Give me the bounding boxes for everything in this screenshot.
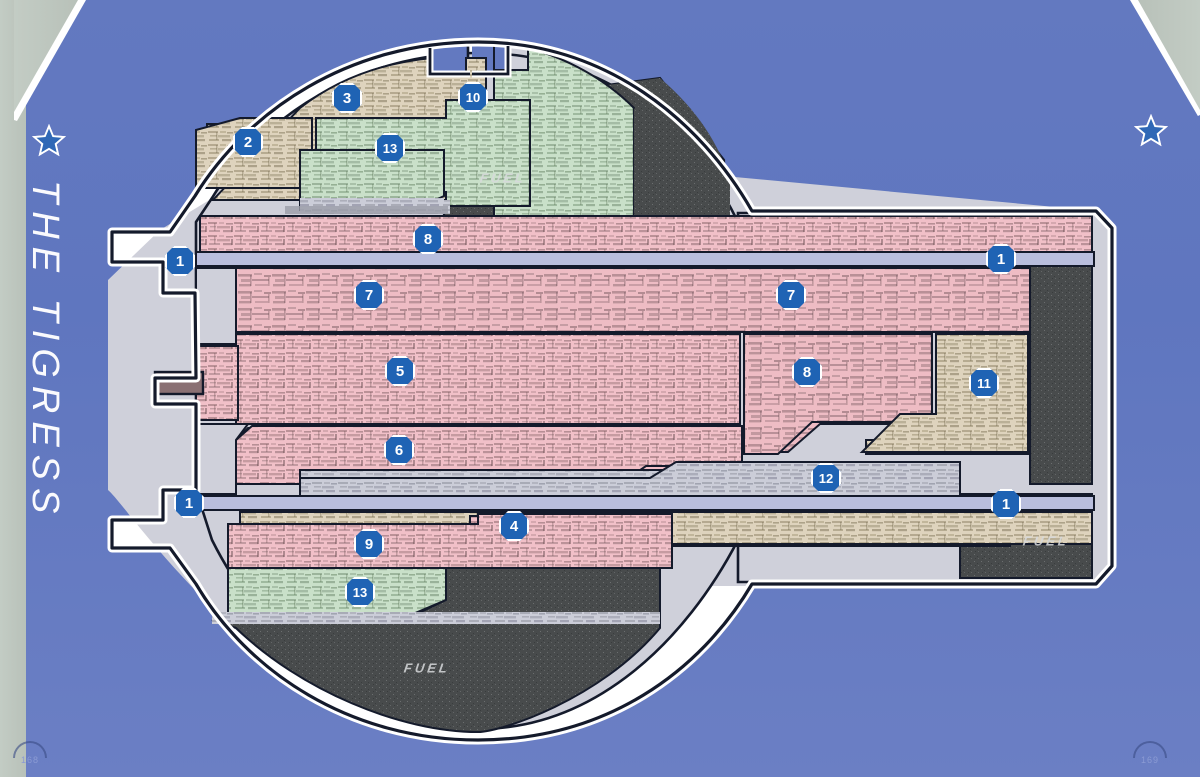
page-title: THE TIGRESS <box>24 180 66 522</box>
page-left-border-strip <box>0 0 26 777</box>
deck-marker-11[interactable]: 11 <box>969 368 999 398</box>
deck-marker-6[interactable]: 6 <box>384 435 414 465</box>
deck-marker-13[interactable]: 13 <box>345 577 375 607</box>
page-number-left: 168 <box>6 741 54 765</box>
deck-marker-1[interactable]: 1 <box>991 489 1021 519</box>
deck-marker-12[interactable]: 12 <box>811 463 841 493</box>
star-icon <box>32 124 66 158</box>
deck-marker-7[interactable]: 7 <box>776 280 806 310</box>
page-number-right-value: 169 <box>1140 755 1160 765</box>
deck-marker-1[interactable]: 1 <box>165 246 195 276</box>
deck-marker-7[interactable]: 7 <box>354 280 384 310</box>
deck-marker-5[interactable]: 5 <box>385 356 415 386</box>
deck-marker-1[interactable]: 1 <box>174 488 204 518</box>
page-sheet <box>14 0 1200 777</box>
fuel-label: FUEL <box>1021 533 1071 549</box>
fuel-label: FUEL <box>478 170 528 186</box>
page-number-arc <box>1133 741 1167 758</box>
deck-marker-1[interactable]: 1 <box>986 244 1016 274</box>
page-number-right: 169 <box>1126 741 1174 765</box>
deck-marker-9[interactable]: 9 <box>354 529 384 559</box>
deck-marker-8[interactable]: 8 <box>792 357 822 387</box>
page-number-left-value: 168 <box>20 755 40 765</box>
deck-marker-4[interactable]: 4 <box>499 511 529 541</box>
deck-marker-10[interactable]: 10 <box>458 82 488 112</box>
deck-marker-2[interactable]: 2 <box>233 127 263 157</box>
fuel-label: FUEL <box>402 660 452 676</box>
page-number-arc <box>13 741 47 758</box>
deck-marker-8[interactable]: 8 <box>413 224 443 254</box>
deck-marker-13[interactable]: 13 <box>375 133 405 163</box>
star-icon <box>1134 114 1168 148</box>
deck-marker-3[interactable]: 3 <box>332 83 362 113</box>
